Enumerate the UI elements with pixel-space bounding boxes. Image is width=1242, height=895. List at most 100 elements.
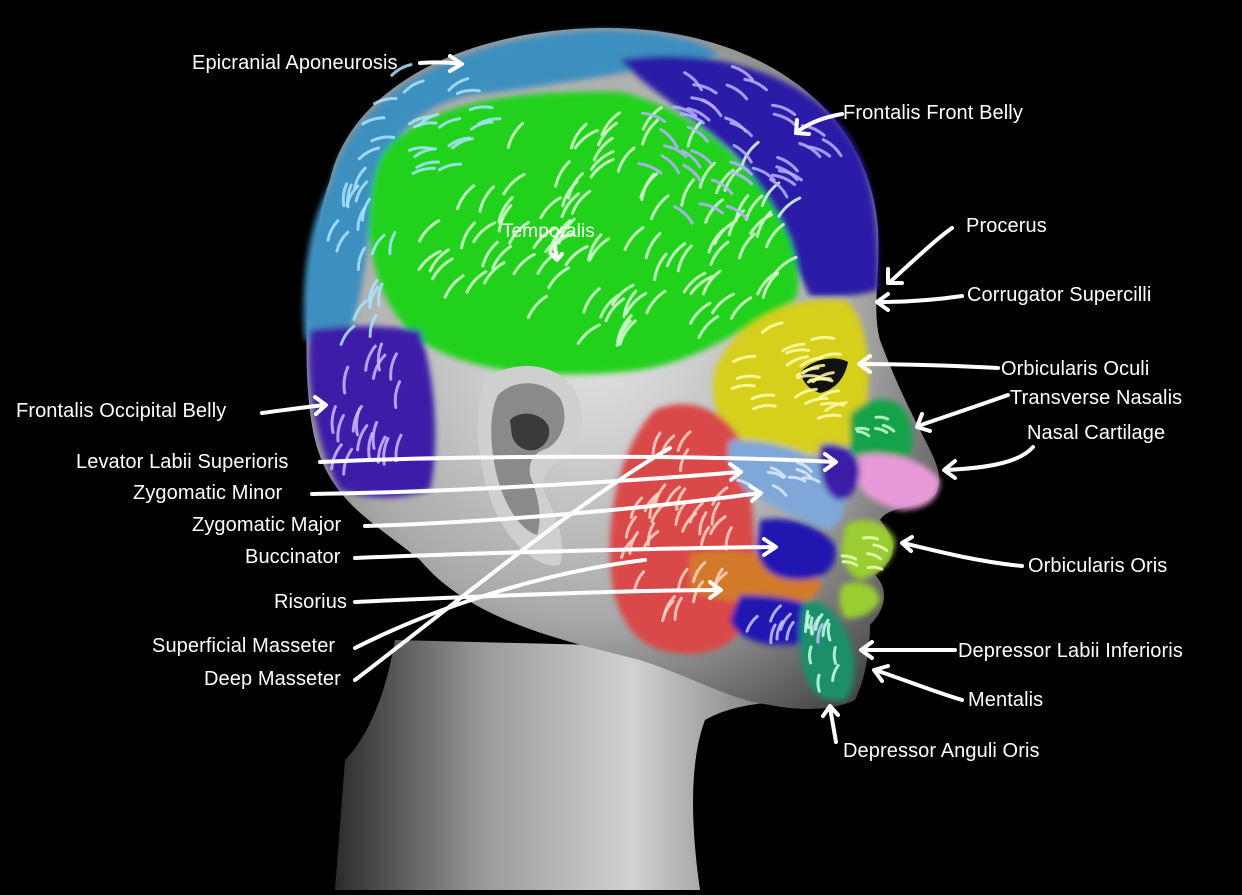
muscle-fiber-stroke — [352, 299, 368, 321]
arrow-temporalis — [549, 242, 564, 262]
muscle-fiber-stroke — [866, 565, 884, 571]
muscle-fiber-stroke — [832, 645, 837, 665]
muscle-fiber-stroke — [653, 483, 667, 507]
muscle-fiber-stroke — [368, 285, 380, 310]
muscle-fiber-stroke — [554, 160, 571, 188]
muscle-fiber-stroke — [683, 71, 703, 92]
muscle-fiber-stroke — [651, 431, 662, 456]
muscle-fiber-stroke — [597, 121, 618, 147]
muscle-fiber-stroke — [356, 246, 366, 271]
muscle-fiber-stroke — [779, 612, 792, 631]
label-epicranial-aponeurosis: Epicranial Aponeurosis — [192, 52, 398, 74]
label-zygomatic-major: Zygomatic Major — [192, 514, 342, 536]
muscle-fiber-stroke — [856, 429, 871, 438]
label-deep-masseter: Deep Masseter — [204, 668, 341, 690]
arrow-buccinator — [353, 537, 778, 560]
muscle-fiber-stroke — [816, 673, 821, 693]
temporalis-region — [369, 91, 799, 375]
muscle-fiber-stroke — [814, 613, 824, 631]
arrow-frontalis-front-belly — [794, 112, 844, 136]
muscle-fiber-stroke — [795, 468, 813, 479]
muscle-fiber-stroke — [729, 170, 753, 186]
muscle-fiber-stroke — [582, 287, 601, 314]
label-depressor-anguli-oris: Depressor Anguli Oris — [843, 740, 1040, 762]
muscle-fiber-stroke — [816, 389, 840, 401]
muscle-fiber-stroke — [370, 233, 386, 256]
muscle-fiber-stroke — [415, 160, 440, 169]
muscle-fiber-stroke — [874, 427, 889, 434]
muscle-fiber-stroke — [821, 138, 843, 158]
muscle-fiber-stroke — [682, 271, 707, 294]
muscle-fiber-stroke — [353, 166, 367, 189]
muscle-fiber-stroke — [388, 230, 397, 256]
muscle-fiber-stroke — [393, 380, 402, 409]
muscle-fiber-stroke — [810, 335, 836, 342]
label-procerus: Procerus — [966, 215, 1047, 237]
muscle-fiber-stroke — [616, 146, 636, 173]
muscle-fiber-stroke — [339, 324, 356, 346]
label-frontalis-front-belly: Frontalis Front Belly — [843, 102, 1023, 124]
muscle-fiber-stroke — [676, 244, 693, 273]
muscle-fiber-stroke — [336, 414, 345, 443]
orbicularis-oris-region — [839, 520, 895, 619]
muscle-fiber-stroke — [680, 178, 695, 207]
muscle-fiber-stroke — [377, 282, 384, 308]
muscle-fiber-stroke — [622, 289, 638, 319]
muscle-fiber-stroke — [674, 502, 686, 526]
muscle-fiber-stroke — [691, 561, 707, 583]
muscle-fiber-stroke — [645, 289, 667, 315]
muscle-fiber-stroke — [604, 297, 625, 323]
muscle-fiber-stroke — [402, 79, 425, 94]
muscle-fiber-stroke — [686, 107, 711, 122]
muscle-fiber-stroke — [766, 470, 785, 479]
muscle-fiber-stroke — [820, 401, 846, 407]
muscle-fiber-stroke — [676, 430, 692, 452]
muscle-fiber-stroke — [735, 374, 761, 380]
muscle-fiber-stroke — [769, 623, 777, 644]
muscle-fiber-stroke — [689, 301, 712, 325]
label-orbicularis-oculi: Orbicularis Oculi — [1001, 358, 1150, 380]
muscle-fiber-stroke — [547, 266, 570, 290]
muscle-fiber-stroke — [346, 183, 353, 209]
muscle-fiber-stroke — [678, 448, 690, 472]
muscle-fiber-stroke — [497, 196, 514, 224]
muscle-fiber-stroke — [465, 270, 488, 294]
muscle-fiber-stroke — [431, 257, 454, 281]
muscle-fiber-stroke — [781, 342, 806, 353]
muscle-fiber-stroke — [611, 283, 635, 306]
arrow-depressor-labii-inferioris — [859, 640, 957, 660]
muscle-fiber-stroke — [713, 221, 735, 246]
muscle-fiber-stroke — [354, 180, 369, 203]
muscle-fiber-stroke — [491, 245, 512, 270]
arrow-transverse-nasalis — [915, 393, 1010, 433]
muscle-fiber-stroke — [769, 604, 782, 623]
muscle-fiber-stroke — [512, 252, 536, 276]
muscle-fiber-stroke — [771, 484, 788, 497]
muscle-fiber-stroke — [794, 387, 818, 399]
muscle-fiber-stroke — [364, 344, 377, 372]
muscle-fiber-stroke — [806, 145, 832, 158]
muscle-fiber-stroke — [854, 426, 870, 431]
muscle-fiber-stroke — [686, 119, 703, 148]
muscle-fiber-stroke — [618, 319, 637, 346]
muscle-fiber-stroke — [710, 501, 721, 526]
muscle-fiber-stroke — [881, 423, 896, 433]
muscle-fiber-stroke — [356, 206, 366, 231]
muscle-fiber-stroke — [478, 185, 496, 213]
muscle-fiber-stroke — [640, 111, 667, 124]
muscle-fiber-stroke — [472, 221, 497, 243]
muscle-fiber-stroke — [711, 292, 735, 315]
muscle-fiber-stroke — [704, 198, 724, 224]
label-orbicularis-oris: Orbicularis Oris — [1028, 555, 1168, 577]
arrow-procerus — [886, 226, 954, 285]
muscle-fiber-stroke — [641, 118, 659, 146]
muscle-fiber-stroke — [862, 535, 879, 541]
muscle-fiber-stroke — [826, 622, 832, 642]
muscle-fiber-stroke — [771, 103, 797, 116]
muscle-fiber-stroke — [769, 466, 787, 479]
muscle-fiber-stroke — [659, 127, 679, 149]
label-depressor-labii-inferioris: Depressor Labii Inferioris — [958, 640, 1183, 662]
muscle-fiber-stroke — [738, 232, 756, 260]
muscle-fiber-stroke — [367, 279, 379, 303]
